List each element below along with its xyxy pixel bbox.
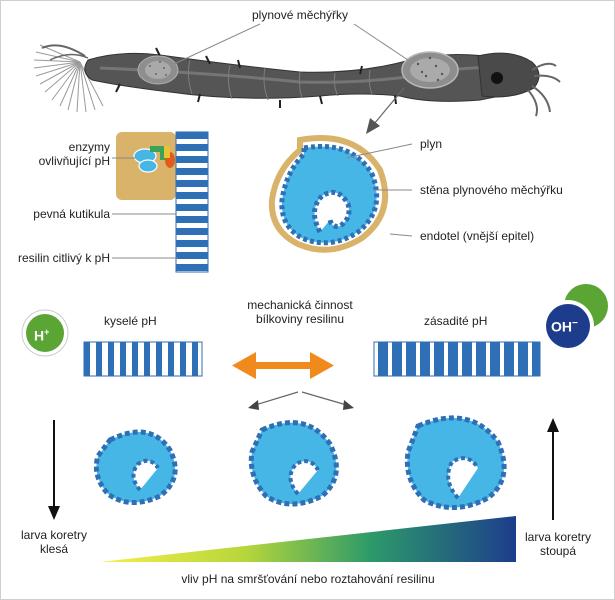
h-ion-charge: + xyxy=(44,327,50,337)
label-rise-line1: larva koretry xyxy=(524,530,592,544)
oh-ion-text: OH− xyxy=(551,317,578,334)
bidirectional-orange-arrow xyxy=(232,352,334,379)
rise-arrow xyxy=(547,418,559,520)
label-larva-sinks: larva koretry klesá xyxy=(21,528,87,556)
h-ion-symbol: H xyxy=(34,327,45,344)
oh-ion-badge xyxy=(542,284,608,352)
bladder-stage-contracted xyxy=(93,429,178,505)
larva-illustration xyxy=(33,44,561,117)
bladder-cross-section xyxy=(268,135,389,253)
label-mech-line1: mechanická činnost xyxy=(247,298,353,312)
label-enzymes-line2: ovlivňující pH xyxy=(38,154,110,168)
label-acidic-ph: kyselé pH xyxy=(104,314,157,328)
oh-ion-symbol: OH xyxy=(551,318,572,335)
ph-gradient-wedge xyxy=(100,516,516,562)
label-enzymes: enzymy ovlivňující pH xyxy=(16,140,110,168)
label-cuticle: pevná kutikula xyxy=(33,207,110,221)
small-gray-arrows xyxy=(248,391,354,410)
cross-section-leaders xyxy=(345,143,413,237)
label-rise-line2: stoupá xyxy=(539,544,577,558)
label-basic-ph: zásadité pH xyxy=(424,314,488,328)
zoom-pointer-line xyxy=(373,87,405,125)
resilin-strip-basic xyxy=(373,341,541,377)
label-mech-line2: bílkoviny resilinu xyxy=(255,312,345,326)
sink-arrow xyxy=(48,420,60,520)
label-enzymes-line1: enzymy xyxy=(68,140,110,154)
oh-ion-charge: − xyxy=(572,318,578,329)
cuticle-leaders xyxy=(112,157,178,259)
resilin-strip-acidic xyxy=(83,341,203,377)
label-mechanical-action: mechanická činnost bílkoviny resilinu xyxy=(247,298,352,326)
label-bottom-caption: vliv pH na smršťování nebo roztahování r… xyxy=(181,572,435,586)
cuticle-detail xyxy=(116,131,209,273)
label-endothelium: endotel (vnější epitel) xyxy=(420,229,535,243)
label-bladder-wall: stěna plynového měchýřku xyxy=(420,183,563,197)
label-sink-line2: klesá xyxy=(39,542,68,556)
bladder-stage-expanded xyxy=(404,415,507,511)
h-ion-text: H+ xyxy=(34,325,49,343)
label-resilin: resilin citlivý k pH xyxy=(17,251,110,265)
label-gas: plyn xyxy=(420,137,443,151)
gas-bladder-leaders xyxy=(173,23,409,65)
bladder-stage-middle xyxy=(248,420,339,507)
zoom-pointer-arrowhead xyxy=(366,118,380,134)
larva-tail-fan xyxy=(33,44,104,113)
h-ion-badge xyxy=(21,309,69,357)
label-gas-bladders: plynové měchýřky xyxy=(252,8,349,22)
label-larva-rises: larva koretry stoupá xyxy=(525,530,591,558)
label-sink-line1: larva koretry xyxy=(20,528,88,542)
